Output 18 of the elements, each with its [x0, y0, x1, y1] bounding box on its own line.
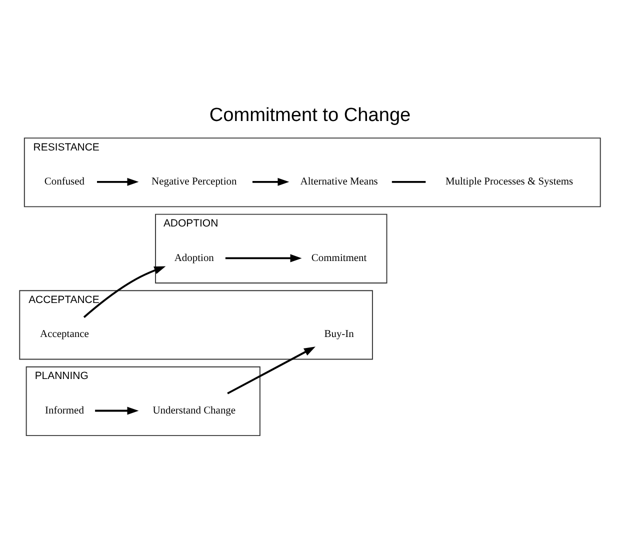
node-text: Acceptance: [40, 328, 89, 340]
node-text: Negative Perception: [152, 176, 237, 188]
arrow: [225, 254, 302, 262]
connector: [392, 180, 426, 182]
arrow: [97, 177, 139, 186]
arrow: [95, 406, 139, 414]
node-text: Alternative Means: [300, 176, 378, 188]
node-text: Buy-In: [324, 328, 354, 340]
node-text: Informed: [44, 404, 84, 416]
node-text: Understand Change: [152, 404, 236, 416]
arrow: [252, 177, 290, 186]
node-text: Multiple Processes & Systems: [445, 176, 574, 188]
node-text: Adoption: [174, 252, 214, 264]
arrow: [227, 346, 316, 394]
arrow: [83, 266, 166, 318]
node-text: Commitment: [311, 252, 367, 264]
diagram-title: Commitment to Change: [209, 104, 411, 126]
node-text: Confused: [44, 176, 85, 188]
